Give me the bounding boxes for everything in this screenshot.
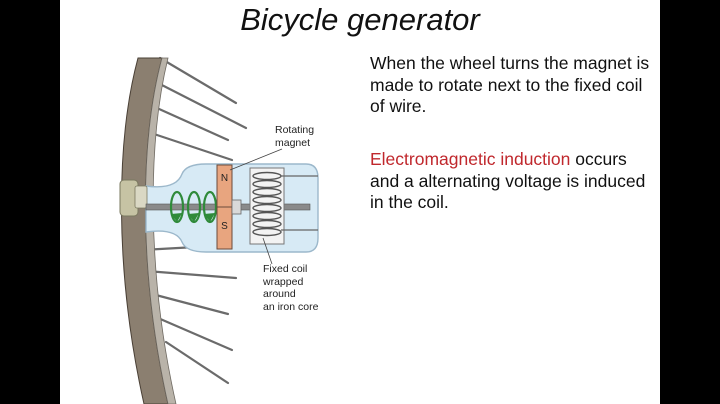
axle-collar <box>231 199 242 215</box>
explanation-paragraph-2: Electromagnetic induction occurs and a a… <box>370 149 655 214</box>
fixed-coil-label: Fixed coil wrapped around an iron core <box>263 263 319 313</box>
explanation-paragraph-1: When the wheel turns the magnet is made … <box>370 53 650 116</box>
rotating-magnet-label: Rotating magnet <box>275 124 315 149</box>
pole-south-label: S <box>221 221 228 232</box>
wheel-spokes <box>140 56 248 385</box>
bicycle-generator-diagram: N S <box>119 56 319 404</box>
pole-north-label: N <box>221 173 228 184</box>
rotation-arrowheads <box>171 213 215 222</box>
generator-cap <box>134 185 148 209</box>
slide: Bicycle generator <box>60 0 660 404</box>
wheel-rim <box>145 57 177 404</box>
induction-description: occurs and a alternating voltage is indu… <box>370 149 646 212</box>
magnet-north <box>216 164 233 208</box>
slide-title: Bicycle generator <box>240 2 480 37</box>
coil-windings <box>252 171 282 237</box>
output-wires <box>281 175 318 231</box>
magnet-leader-line <box>229 148 283 171</box>
induction-highlight: Electromagnetic induction <box>370 149 571 169</box>
coil-leader-line <box>262 237 273 265</box>
